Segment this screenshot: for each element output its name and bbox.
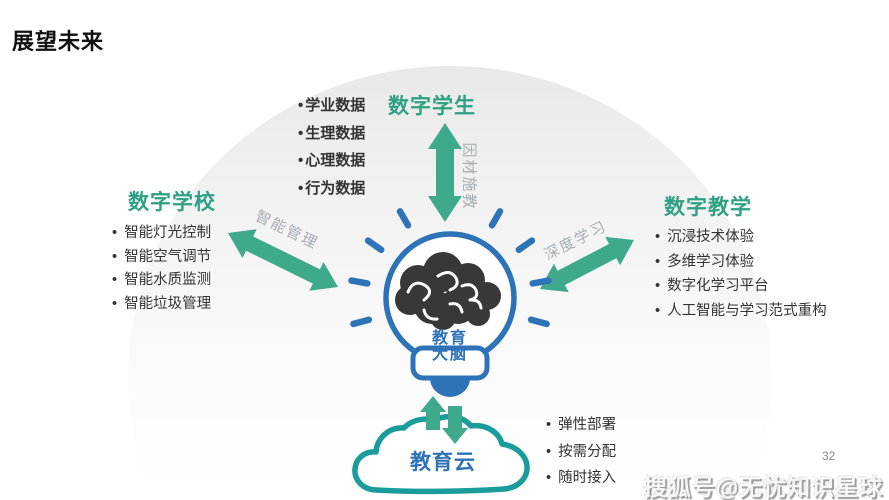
page-title: 展望未来: [12, 29, 105, 54]
bulb-label-line2: 大脑: [431, 346, 468, 363]
cloud-icon: [352, 413, 530, 495]
list-item: 学业数据: [298, 92, 365, 120]
list-item: 多维学习体验: [655, 250, 827, 275]
list-item: 沉浸技术体验: [655, 225, 827, 250]
double-arrow-left-icon: [228, 229, 338, 291]
double-arrow-top-icon: [428, 123, 462, 222]
list-item: 行为数据: [298, 175, 365, 203]
list-item: 按需分配: [546, 439, 616, 466]
cloud-list: 弹性部署 按需分配 随时接入: [546, 412, 616, 492]
list-item: 心理数据: [298, 147, 365, 175]
list-item: 人工智能与学习范式重构: [655, 299, 827, 324]
list-item: 智能水质监测: [112, 269, 211, 293]
section-title-student: 数字学生: [388, 95, 476, 118]
bulb-label-line1: 教育: [431, 330, 468, 347]
list-item: 智能垃圾管理: [112, 293, 211, 317]
student-list: 学业数据 生理数据 心理数据 行为数据: [298, 92, 365, 202]
up-arrow-icon: [420, 396, 446, 430]
section-title-school: 数字学校: [128, 191, 216, 214]
list-item: 生理数据: [298, 120, 365, 148]
cloud-label: 教育云: [410, 451, 476, 474]
list-item: 弹性部署: [546, 412, 616, 439]
down-arrow-icon: [442, 406, 468, 444]
page-number: 32: [822, 449, 836, 463]
bulb-label: 教育 大脑: [410, 331, 490, 363]
section-title-teaching: 数字教学: [664, 196, 752, 219]
list-item: 随时接入: [546, 465, 616, 492]
light-rays-icon: [348, 208, 552, 328]
connection-label-top: 因材施教: [460, 142, 478, 211]
brain-icon: [395, 252, 501, 330]
list-item: 智能空气调节: [112, 246, 211, 270]
list-item: 智能灯光控制: [112, 222, 211, 246]
list-item: 数字化学习平台: [655, 274, 827, 299]
double-arrow-right-icon: [540, 236, 634, 293]
school-list: 智能灯光控制 智能空气调节 智能水质监测 智能垃圾管理: [112, 222, 211, 316]
teaching-list: 沉浸技术体验 多维学习体验 数字化学习平台 人工智能与学习范式重构: [655, 225, 827, 323]
watermark: 搜狐号@无忧知识星球: [643, 474, 883, 500]
